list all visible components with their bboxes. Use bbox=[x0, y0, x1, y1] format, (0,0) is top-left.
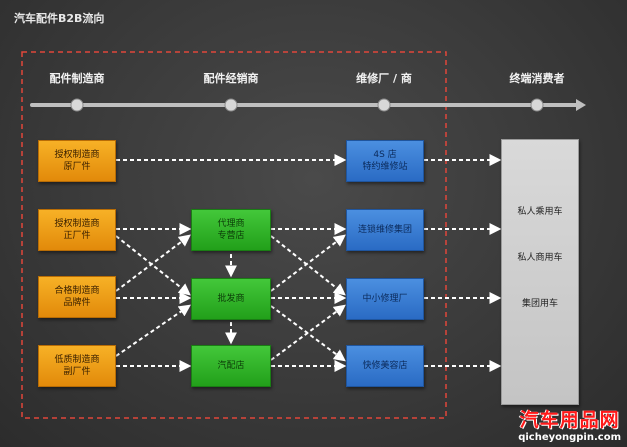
stage-label-manufacturer: 配件制造商 bbox=[49, 72, 105, 85]
timeline-node bbox=[224, 98, 238, 112]
stage-label-distributor: 配件经销商 bbox=[203, 72, 259, 85]
flow-arrow bbox=[270, 304, 346, 361]
box-line: 专营店 bbox=[217, 231, 245, 241]
manufacturer-box-authorized-genuine: 授权制造商 正厂件 bbox=[38, 209, 116, 251]
box-line: 副厂件 bbox=[63, 367, 91, 377]
box-line: 连锁维修集团 bbox=[357, 225, 412, 235]
consumer-label-private-passenger: 私人乘用车 bbox=[517, 207, 563, 217]
manufacturer-box-qualified-brand: 合格制造商 品牌件 bbox=[38, 276, 116, 318]
box-line: 原厂件 bbox=[63, 162, 91, 172]
page-title: 汽车配件B2B流向 bbox=[14, 12, 105, 25]
repairer-box-4s-store: 4S 店 特约维修站 bbox=[346, 140, 424, 182]
box-line: 授权制造商 bbox=[54, 150, 100, 160]
box-line: 低质制造商 bbox=[54, 355, 100, 365]
consumer-label-private-commercial: 私人商用车 bbox=[517, 253, 563, 263]
stage-label-repairer: 维修厂 / 商 bbox=[356, 72, 412, 85]
box-line: 4S 店 bbox=[373, 150, 397, 160]
consumer-label-fleet: 集团用车 bbox=[521, 299, 558, 309]
flow-arrow bbox=[270, 235, 346, 296]
box-line: 合格制造商 bbox=[54, 286, 100, 296]
flow-arrow bbox=[115, 235, 191, 296]
box-line: 代理商 bbox=[217, 219, 245, 229]
stage-label-consumer: 终端消费者 bbox=[509, 72, 565, 85]
repairer-box-quick-service: 快修美容店 bbox=[346, 345, 424, 387]
distributor-box-parts-store: 汽配店 bbox=[191, 345, 271, 387]
scope-frame bbox=[21, 51, 447, 419]
flow-arrow bbox=[270, 234, 346, 292]
manufacturer-box-low-quality: 低质制造商 副厂件 bbox=[38, 345, 116, 387]
timeline-node bbox=[377, 98, 391, 112]
box-line: 中小修理厂 bbox=[362, 294, 408, 304]
box-line: 授权制造商 bbox=[54, 219, 100, 229]
watermark: 汽车用品网 qicheyongpin.com bbox=[518, 405, 621, 443]
timeline-node bbox=[70, 98, 84, 112]
repairer-box-chain-repair: 连锁维修集团 bbox=[346, 209, 424, 251]
distributor-box-agent: 代理商 专营店 bbox=[191, 209, 271, 251]
timeline-arrowhead bbox=[576, 99, 586, 111]
box-line: 正厂件 bbox=[63, 231, 91, 241]
flow-arrow bbox=[115, 304, 191, 357]
watermark-url: qicheyongpin.com bbox=[518, 432, 621, 443]
box-line: 批发商 bbox=[217, 294, 245, 304]
flow-arrow bbox=[115, 234, 191, 292]
watermark-logo-text: 汽车用品网 bbox=[519, 409, 620, 431]
box-line: 品牌件 bbox=[63, 298, 91, 308]
consumer-box: 私人乘用车 私人商用车 集团用车 bbox=[501, 139, 579, 405]
box-line: 快修美容店 bbox=[362, 361, 408, 371]
box-line: 汽配店 bbox=[217, 361, 245, 371]
distributor-box-wholesaler: 批发商 bbox=[191, 278, 271, 320]
repairer-box-small-garage: 中小修理厂 bbox=[346, 278, 424, 320]
manufacturer-box-authorized-oem: 授权制造商 原厂件 bbox=[38, 140, 116, 182]
timeline-node bbox=[530, 98, 544, 112]
box-line: 特约维修站 bbox=[362, 162, 408, 172]
